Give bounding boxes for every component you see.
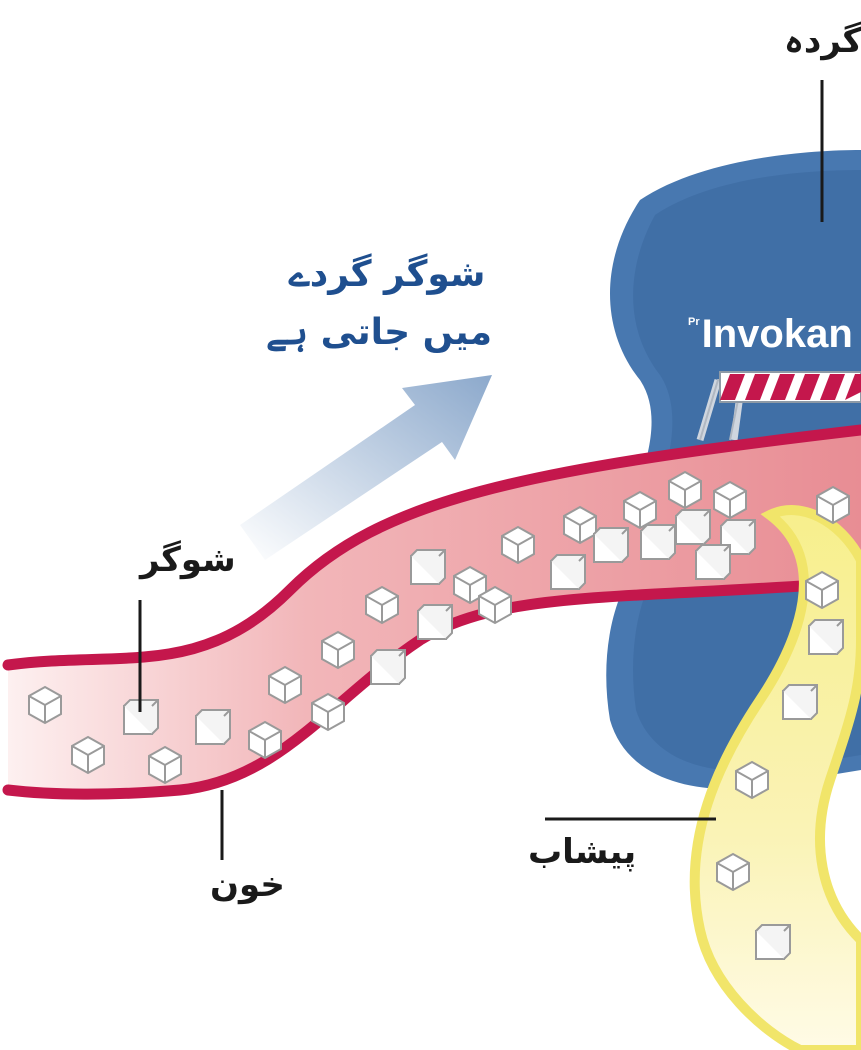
urine-label: پیشاب [528, 832, 636, 872]
sugar-cube-icon [29, 687, 61, 723]
blood-label: خون [210, 865, 285, 905]
kidney-label: گردہ [784, 20, 861, 61]
sugar-cube-icon [696, 545, 730, 579]
brand-name: Invokan [702, 312, 853, 356]
sugar-cube-icon [817, 487, 849, 523]
sugar-cube-icon [72, 737, 104, 773]
sugar-cube-icon [312, 694, 344, 730]
sugar-cube-icon [149, 747, 181, 783]
sugar-cube-icon [269, 667, 301, 703]
sugar-cube-icon [736, 762, 768, 798]
sugar-cube-icon [756, 925, 790, 959]
brand-mark: Pr [688, 316, 700, 328]
sugar-cube-icon [411, 550, 445, 584]
sugar-cube-icon [714, 482, 746, 518]
sugar-cube-icon [249, 722, 281, 758]
sugar-cube-icon [717, 854, 749, 890]
sugar-to-kidney-line1: شوگر گردے [282, 246, 492, 304]
sugar-to-kidney-caption: شوگر گردے میں جاتی ہے [282, 246, 492, 362]
sugar-cube-icon [624, 492, 656, 528]
sugar-cube-icon [551, 555, 585, 589]
sugar-cube-icon [371, 650, 405, 684]
sugar-label: شوگر [140, 540, 236, 580]
sugar-cube-icon [196, 710, 230, 744]
sugar-cube-icon [641, 525, 675, 559]
sugar-to-kidney-line2: میں جاتی ہے [282, 304, 492, 362]
sugar-cube-icon [676, 510, 710, 544]
sugar-cube-icon [418, 605, 452, 639]
sugar-cube-icon [322, 632, 354, 668]
sugar-cube-icon [809, 620, 843, 654]
brand-logo: PrInvokan [688, 312, 853, 357]
sugar-cube-icon [564, 507, 596, 543]
sugar-cube-icon [366, 587, 398, 623]
sugar-cube-icon [594, 528, 628, 562]
sugar-cube-icon [806, 572, 838, 608]
sugar-cube-icon [669, 472, 701, 508]
sugar-cube-icon [479, 587, 511, 623]
sugar-cube-icon [783, 685, 817, 719]
sugar-cube-icon [502, 527, 534, 563]
